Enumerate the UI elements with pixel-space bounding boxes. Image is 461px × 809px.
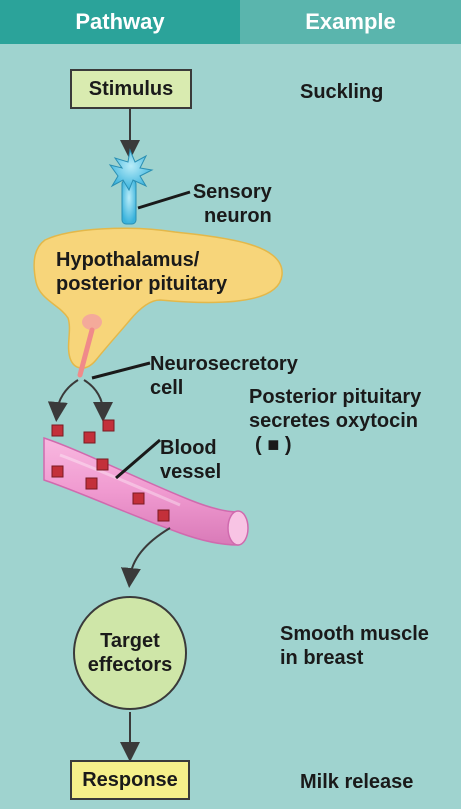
- blood-vessel-label: Blood vessel: [160, 436, 221, 484]
- example-effector-text: Smooth muscle in breast: [280, 622, 429, 670]
- response-label: Response: [82, 769, 178, 792]
- sensory-neuron-label: Sensory neuron: [192, 180, 272, 228]
- example-response-text: Milk release: [300, 770, 413, 794]
- stimulus-label: Stimulus: [89, 78, 173, 101]
- sensory-neuron-icon: [110, 150, 152, 224]
- example-stimulus-text: Suckling: [300, 80, 383, 104]
- arrow-left-branch: [57, 380, 78, 412]
- target-effectors-label: Target effectors: [74, 629, 186, 677]
- arrow-right-branch: [84, 380, 103, 412]
- hypothalamus-label: Hypothalamus/ posterior pituitary: [56, 248, 227, 296]
- example-secretion-text: Posterior pituitary secretes oxytocin ( …: [249, 385, 421, 457]
- arrow-vessel-to-target: [130, 528, 170, 578]
- sensory-neuron-pointer: [138, 192, 190, 208]
- oxytocin-legend: ( ■ ): [255, 434, 292, 456]
- neurosecretory-pointer: [92, 363, 150, 378]
- response-box: Response: [70, 760, 190, 800]
- blood-vessel-pointer: [116, 440, 160, 478]
- stimulus-box: Stimulus: [70, 69, 192, 109]
